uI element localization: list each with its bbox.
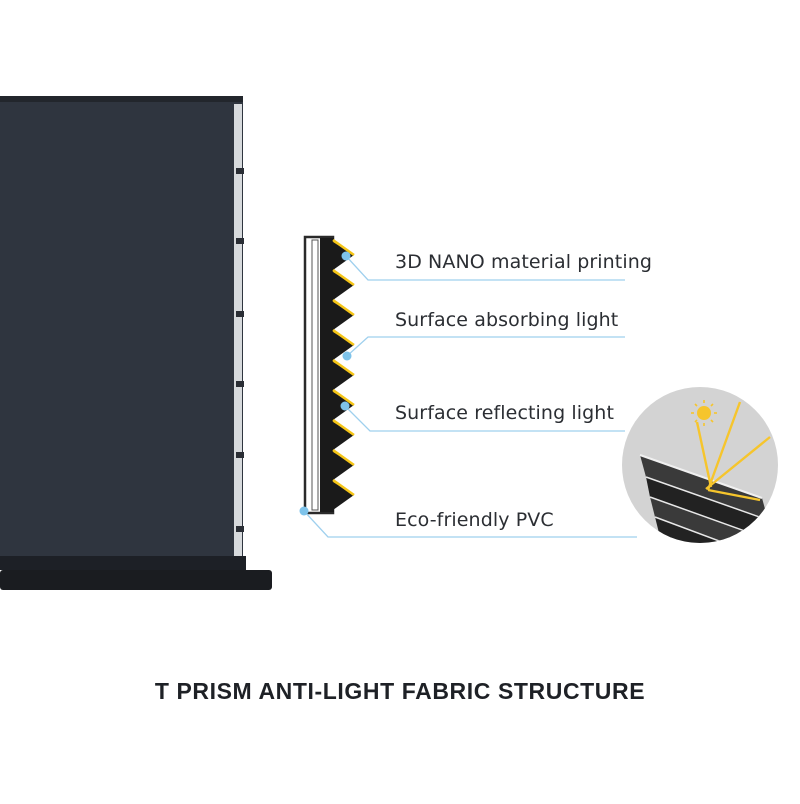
fabric-cross-section: [303, 235, 355, 515]
prism-tooth-black-face: [333, 452, 354, 480]
prism-tooth-edge: [332, 328, 355, 347]
prism-tooth-black-face: [333, 422, 354, 450]
layer-label-absorbing: Surface absorbing light: [395, 309, 619, 331]
prism-tooth-edge: [332, 238, 355, 257]
leader-line-reflect: [344, 405, 625, 432]
prism-tooth-edge: [332, 358, 355, 377]
prism-tooth-black-face: [333, 482, 354, 510]
screen-side-rail: [234, 104, 242, 556]
screen-surface: [0, 96, 243, 562]
inset-light-rays: [695, 401, 771, 502]
black-absorbing-layer: [320, 238, 334, 512]
leader-line-absorb: [346, 336, 625, 357]
screen-base: [0, 556, 246, 570]
leader-dot-nano: [341, 251, 351, 261]
projector-screen: [0, 96, 272, 590]
leader-dot-pvc: [299, 506, 309, 516]
layer-label-nano: 3D NANO material printing: [395, 251, 653, 273]
prism-tooth-edge: [332, 478, 355, 497]
prism-tooth-edge: [332, 448, 355, 467]
screen-stand: [0, 570, 272, 590]
sun-icon: [691, 400, 717, 426]
leader-lines: [303, 255, 637, 538]
prism-tooth-edge: [332, 298, 355, 317]
prism-closeup-illustration: [622, 387, 778, 543]
prism-tooth-edge: [332, 388, 355, 407]
screen-rail-ticks: [236, 168, 244, 532]
leader-dots: [299, 251, 352, 516]
prism-tooth-edge: [332, 418, 355, 437]
prism-tooth-black-face: [333, 362, 354, 390]
leader-dot-absorb: [342, 351, 352, 361]
prism-tooth-black-face: [333, 302, 354, 330]
leader-line-nano: [345, 255, 625, 281]
prism-tooth-black-face: [333, 332, 354, 360]
layer-label-pvc: Eco-friendly PVC: [395, 509, 554, 531]
prism-teeth: [332, 238, 355, 510]
prism-tooth-black-face: [333, 272, 354, 300]
prism-tooth-edge: [332, 268, 355, 287]
leader-dot-reflect: [340, 401, 350, 411]
inset-prism-ridges: [639, 454, 771, 543]
layer-label-reflecting: Surface reflecting light: [395, 402, 614, 424]
diagram-caption: T PRISM ANTI-LIGHT FABRIC STRUCTURE: [154, 678, 646, 704]
inner-backing-layer: [311, 239, 319, 511]
leader-line-pvc: [303, 510, 637, 538]
screen-top-bar: [0, 96, 243, 102]
